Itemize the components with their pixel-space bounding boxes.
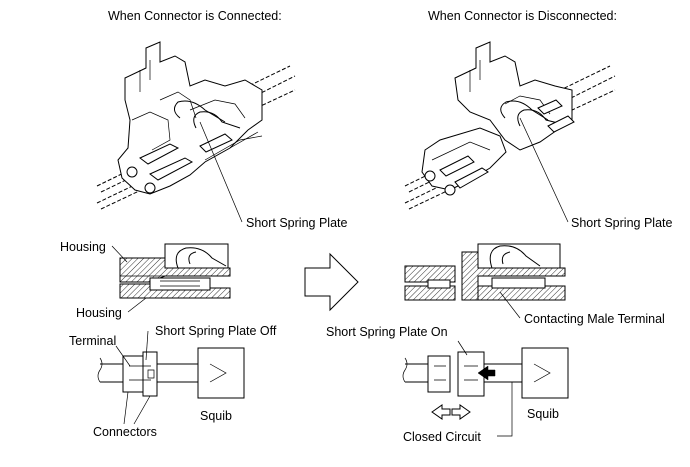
title-disconnected: When Connector is Disconnected: [428,9,617,23]
transition-arrow [304,252,359,312]
label-closed-circuit: Closed Circuit [403,430,481,444]
label-short-spring-plate-left: Short Spring Plate [246,216,347,230]
label-connectors: Connectors [93,425,157,439]
label-squib-left: Squib [200,409,232,423]
connected-3d-view [96,41,296,210]
connected-cross-section [111,243,231,313]
label-housing-bottom: Housing [76,306,122,320]
disconnected-3d-view [404,41,616,210]
label-housing-top: Housing [60,240,106,254]
disconnected-cross-section [404,243,566,319]
label-short-spring-plate-right: Short Spring Plate [571,216,672,230]
disconnected-schematic [402,340,569,437]
label-short-spring-plate-off: Short Spring Plate Off [155,324,277,338]
label-contacting-male-terminal: Contacting Male Terminal [524,312,665,326]
title-connected: When Connector is Connected: [108,9,282,23]
label-squib-right: Squib [527,407,559,421]
label-terminal: Terminal [69,334,116,348]
label-short-spring-plate-on: Short Spring Plate On [326,325,448,339]
connected-schematic [97,330,245,425]
